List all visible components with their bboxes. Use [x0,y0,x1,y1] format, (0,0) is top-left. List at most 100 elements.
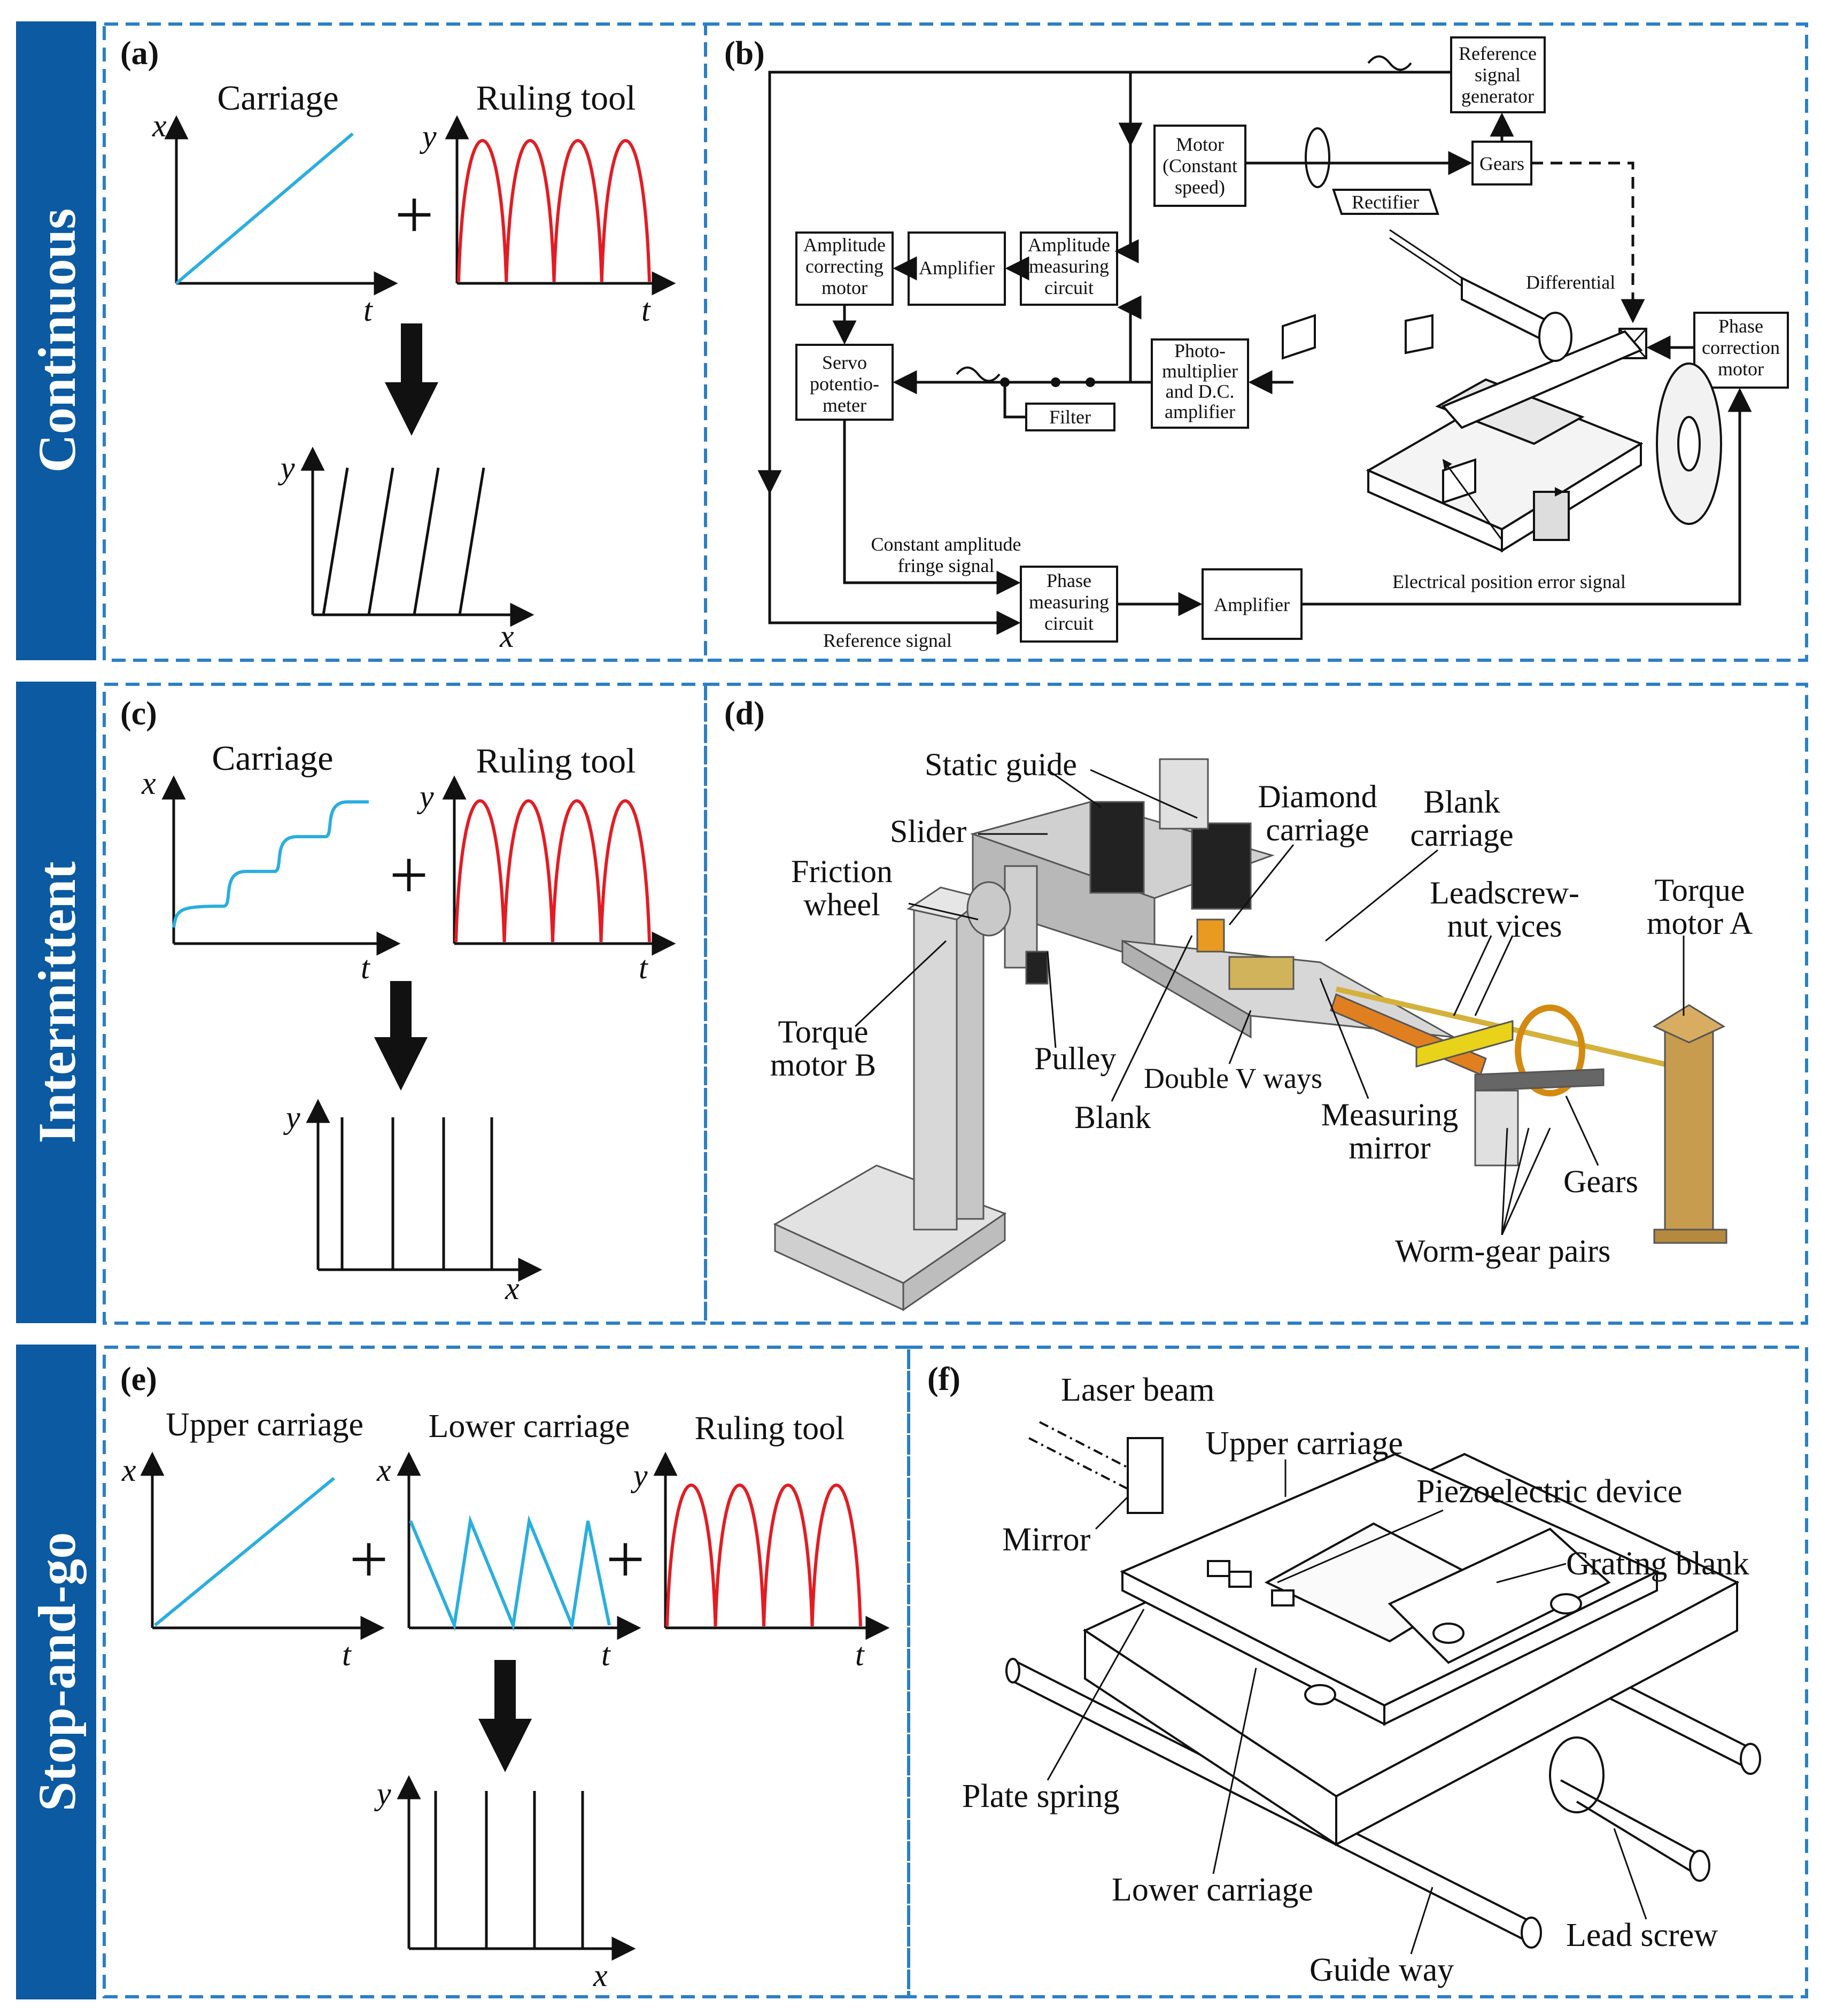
f-plate-spring: Plate spring [962,1778,1119,1814]
box-phase-correction [1693,312,1789,389]
label-differential: Differential [1526,272,1615,293]
label-position-error: Electrical position error signal [1392,571,1626,592]
d-leadscrew: Leadscrew-nut vices [1430,875,1579,944]
panel-e: (e) Upper carriage Lower carriage Ruling… [120,1361,890,1993]
frame-b [704,22,1808,662]
junction-dot [1086,377,1095,387]
panel-f: (f) [927,1361,1761,1988]
label-amplifier: Amplifier [919,257,995,279]
f-leader [1410,1887,1433,1955]
d-leader [1474,935,1514,1016]
panel-a-tool-wave [457,139,651,282]
box-phase-measuring [1020,566,1118,643]
panel-c-tool-wave [454,799,651,943]
panel-e-down-arrow-shaft [494,1660,516,1721]
panel-a: (a) Carriage Ruling tool x t + y t y x [120,35,676,654]
panel-d-tag: (d) [724,696,765,732]
f-leader [1212,1667,1257,1874]
panel-a-carriage-xlabel: x [152,108,167,143]
row-bands: Continuous Intermittent Stop-and-go [16,21,96,1999]
f-leader [1613,1828,1647,1920]
panel-e-lower-tlabel: t [601,1637,611,1672]
label-gears: Gears [1479,153,1524,174]
band-intermittent [16,682,96,1323]
f-piezo: Piezoelectric device [1416,1473,1682,1510]
box-servo [795,344,894,421]
d-static-guide: Static guide [925,747,1077,782]
panel-e-tool-wave [665,1484,862,1627]
panel-e-lower-sawtooth [409,1515,611,1632]
panel-f-tag: (f) [927,1361,960,1397]
frame-d [704,683,1808,1325]
d-leader [1319,978,1369,1099]
f-lead-screw: Lead screw [1566,1917,1718,1953]
panel-c-tag: (c) [120,696,157,732]
band-stopandgo [16,1345,96,1999]
panel-frames [103,22,1808,1998]
d-leader [1228,844,1295,925]
f-leader [1095,1496,1129,1530]
panel-c-tool-ylabel: y [416,779,434,814]
panel-a-down-arrow-shaft [401,323,422,385]
box-rectifier [1332,189,1439,215]
d-leader [1228,1010,1252,1064]
panel-e-upper-tlabel: t [342,1637,352,1672]
panel-e-down-arrow-head [478,1719,532,1772]
panel-a-carriage-title: Carriage [217,79,338,118]
panel-d: (d) [724,696,1753,1311]
panel-e-result-ylabel: y [374,1776,391,1811]
panel-c-carriage-title: Carriage [212,739,333,778]
f-mirror: Mirror [1002,1521,1091,1558]
panel-a-result-line [458,467,485,615]
f-laser-beam: Laser beam [1061,1372,1214,1408]
label-filter: Filter [1049,406,1091,428]
panel-e-upper-title: Upper carriage [166,1407,363,1443]
d-leader [1501,1127,1551,1235]
junction-dot [1000,377,1010,387]
panel-c-carriage-tlabel: t [361,950,370,985]
row-label-stopandgo: Stop-and-go [27,1532,87,1811]
d-leader [854,940,947,1028]
box-gears [1471,141,1532,186]
wire-amp2-phasecorr [1301,388,1752,606]
d-worm-gear: Worm-gear pairs [1395,1233,1610,1269]
label-amplifier2: Amplifier [1214,594,1290,615]
row-label-continuous: Continuous [27,208,87,473]
d-leader [908,902,979,921]
panel-a-plus: + [394,176,433,253]
panel-a-tag: (a) [120,35,159,72]
panel-c-result-xlabel: x [505,1271,520,1306]
f-upper-carriage: Upper carriage [1205,1425,1403,1462]
box-amplifier [908,231,1006,306]
junction-dot [1051,377,1060,387]
panel-e-tool-ylabel: y [630,1458,648,1493]
box-reference-generator [1450,36,1546,113]
panel-c-tool-title: Ruling tool [476,741,636,781]
panel-a-carriage-line [175,132,354,285]
panel-e-tag: (e) [120,1361,157,1397]
panel-a-result-xlabel: x [499,619,514,654]
d-double-v: Double V ways [1144,1062,1322,1094]
panel-a-result-line [413,467,440,615]
band-continuous [16,21,96,660]
d-pulley: Pulley [1034,1041,1116,1076]
panel-e-result-xlabel: x [593,1958,608,1993]
ruling-machine-sketch [1282,127,1722,553]
panel-e-plus1: + [349,1521,388,1598]
panel-c-plus: + [389,837,428,914]
d-leader [1111,935,1193,1102]
frame-c [103,683,707,1325]
wire-gears-diff [1531,161,1645,323]
